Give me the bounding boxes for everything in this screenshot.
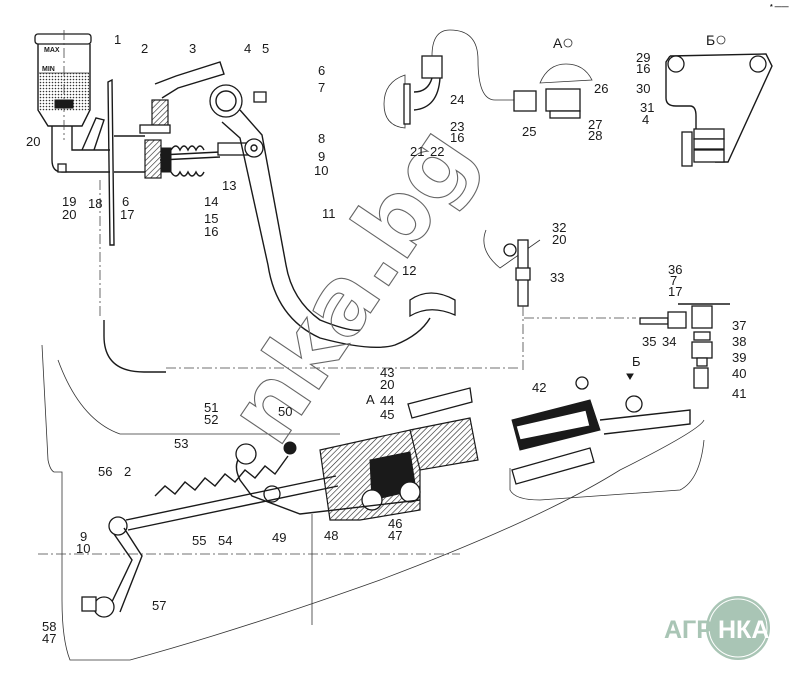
reservoir-assembly: MAX MIN	[34, 30, 110, 173]
callout-9b: 9	[80, 529, 87, 544]
callout-10b: 10	[76, 541, 90, 556]
slave-cylinder	[319, 376, 691, 521]
callout-23: 23	[450, 119, 464, 134]
callout-50: 50	[278, 404, 292, 419]
callout-20a: 20	[62, 207, 76, 222]
callout-17: 17	[120, 207, 134, 222]
callout-2b: 2	[124, 464, 131, 479]
callout-5: 5	[262, 41, 269, 56]
callout-36: 36	[668, 262, 682, 277]
callout-labels: 1 2 3 4 5 6 7 8 9 10 11 12 13 14 15 16 6…	[26, 32, 746, 646]
callout-6b: 6	[122, 194, 129, 209]
callout-20c: 20	[380, 377, 394, 392]
callout-15: 15	[204, 211, 218, 226]
view-a-detail: А	[383, 29, 593, 129]
callout-43: 43	[380, 365, 394, 380]
callout-41: 41	[732, 386, 746, 401]
callout-12: 12	[402, 263, 416, 278]
callout-28: 28	[588, 128, 602, 143]
callout-8: 8	[318, 131, 325, 146]
callout-48: 48	[324, 528, 338, 543]
callout-16b: 16	[450, 130, 464, 145]
reservoir-max-mark: MAX	[44, 47, 60, 54]
callout-34: 34	[662, 334, 676, 349]
callout-45: 45	[380, 407, 394, 422]
callout-56: 56	[98, 464, 112, 479]
callout-13: 13	[222, 178, 236, 193]
callout-32: 32	[552, 220, 566, 235]
clutch-pedal	[209, 84, 456, 349]
watermark: nka.bg	[208, 108, 495, 462]
callout-47: 47	[388, 528, 402, 543]
callout-25: 25	[522, 124, 536, 139]
callout-11: 11	[322, 206, 336, 221]
callout-26: 26	[594, 81, 608, 96]
callout-53: 53	[174, 436, 188, 451]
view-arrow-a-label: А	[366, 392, 375, 407]
callout-27: 27	[588, 117, 602, 132]
callout-40: 40	[732, 366, 746, 381]
logo-text-nka: НКА	[718, 616, 769, 644]
callout-2: 2	[141, 41, 148, 56]
callout-55: 55	[192, 533, 206, 548]
callout-18: 18	[88, 196, 102, 211]
callout-58: 58	[42, 619, 56, 634]
callout-19: 19	[62, 194, 76, 209]
callout-16c: 16	[636, 61, 650, 76]
callout-39: 39	[732, 350, 746, 365]
callout-4b: 4	[642, 112, 649, 127]
callout-54: 54	[218, 533, 232, 548]
callout-29: 29	[636, 50, 650, 65]
callout-6: 6	[318, 63, 325, 78]
release-linkage	[81, 441, 421, 618]
callout-7: 7	[318, 80, 325, 95]
firewall-plate	[107, 78, 115, 246]
view-arrows: А Б	[366, 354, 641, 407]
corner-mark: * ——	[770, 4, 789, 11]
hose-bracket	[483, 229, 541, 370]
callout-20b: 20	[552, 232, 566, 247]
master-cylinder	[114, 61, 264, 179]
callout-7b: 7	[670, 273, 677, 288]
callout-9: 9	[318, 149, 325, 164]
view-b-detail: Б	[665, 32, 773, 167]
callout-21: 21	[410, 144, 424, 159]
callout-4: 4	[244, 41, 251, 56]
chassis-outline	[38, 344, 705, 661]
callout-17b: 17	[668, 284, 682, 299]
callout-24: 24	[450, 92, 464, 107]
callout-31: 31	[640, 100, 654, 115]
logo-text-agro: АГРО	[664, 616, 732, 644]
reservoir-min-mark: MIN	[42, 66, 55, 73]
callout-30: 30	[636, 81, 650, 96]
callout-51: 51	[204, 400, 218, 415]
callout-47b: 47	[42, 631, 56, 646]
callout-3: 3	[189, 41, 196, 56]
callout-57: 57	[152, 598, 166, 613]
callout-14: 14	[204, 194, 218, 209]
callout-22: 22	[430, 144, 444, 159]
callout-33: 33	[550, 270, 564, 285]
callout-44: 44	[380, 393, 394, 408]
callout-20: 20	[26, 134, 40, 149]
callout-37: 37	[732, 318, 746, 333]
agronka-logo: АГРО НКА	[664, 596, 770, 660]
view-b-label: Б	[706, 32, 715, 48]
callout-42: 42	[532, 380, 546, 395]
callout-35: 35	[642, 334, 656, 349]
callout-16: 16	[204, 224, 218, 239]
callout-38: 38	[732, 334, 746, 349]
callout-52: 52	[204, 412, 218, 427]
center-lines	[99, 180, 636, 373]
callout-46: 46	[388, 516, 402, 531]
line-fitting-stack	[639, 303, 730, 389]
view-arrow-b-label: Б	[632, 354, 641, 369]
callout-1: 1	[114, 32, 121, 47]
callout-49: 49	[272, 530, 286, 545]
callout-10: 10	[314, 163, 328, 178]
view-a-label: А	[553, 35, 563, 51]
